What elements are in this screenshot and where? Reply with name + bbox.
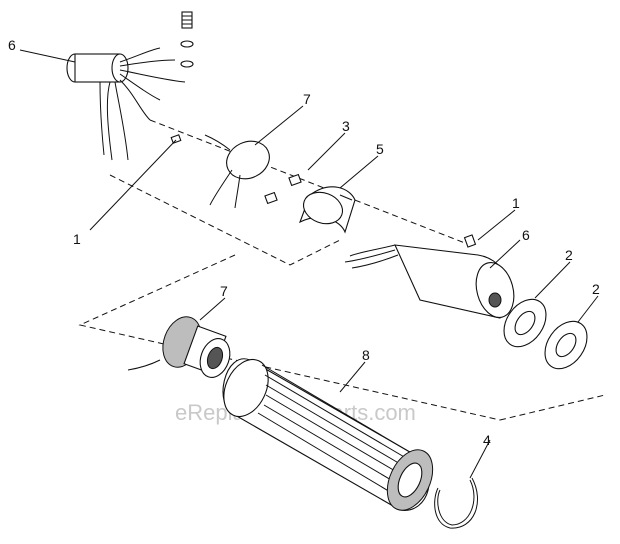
callout-6-middle: 6 [522, 227, 530, 243]
stator-cylinder-part [222, 358, 434, 511]
gear-hub-part [127, 316, 231, 378]
washer-part-1 [503, 298, 547, 348]
callout-5: 5 [376, 141, 384, 157]
callout-2-first: 2 [565, 247, 573, 263]
sleeve-part [299, 186, 356, 234]
callout-4: 4 [483, 432, 491, 448]
washer-part-2 [544, 320, 588, 370]
top-screw-part [180, 11, 194, 68]
assembly-guide-lines [78, 119, 606, 421]
callout-numbers: 6 7 3 5 1 1 6 2 2 7 8 4 [8, 37, 600, 448]
retaining-ring-part [434, 477, 479, 529]
callout-8: 8 [362, 347, 370, 363]
callout-2-second: 2 [592, 281, 600, 297]
callout-3: 3 [342, 118, 350, 134]
wired-module-part-top [66, 47, 186, 161]
wired-plate-part-top [204, 134, 270, 209]
callout-6-top: 6 [8, 37, 16, 53]
callout-7-bottom: 7 [220, 283, 228, 299]
leader-lines [19, 49, 599, 479]
callout-1-right: 1 [512, 195, 520, 211]
motor-cylinder-part [344, 244, 515, 319]
small-screws-part [170, 134, 477, 248]
callout-7-top: 7 [303, 91, 311, 107]
callout-1-left: 1 [73, 231, 81, 247]
